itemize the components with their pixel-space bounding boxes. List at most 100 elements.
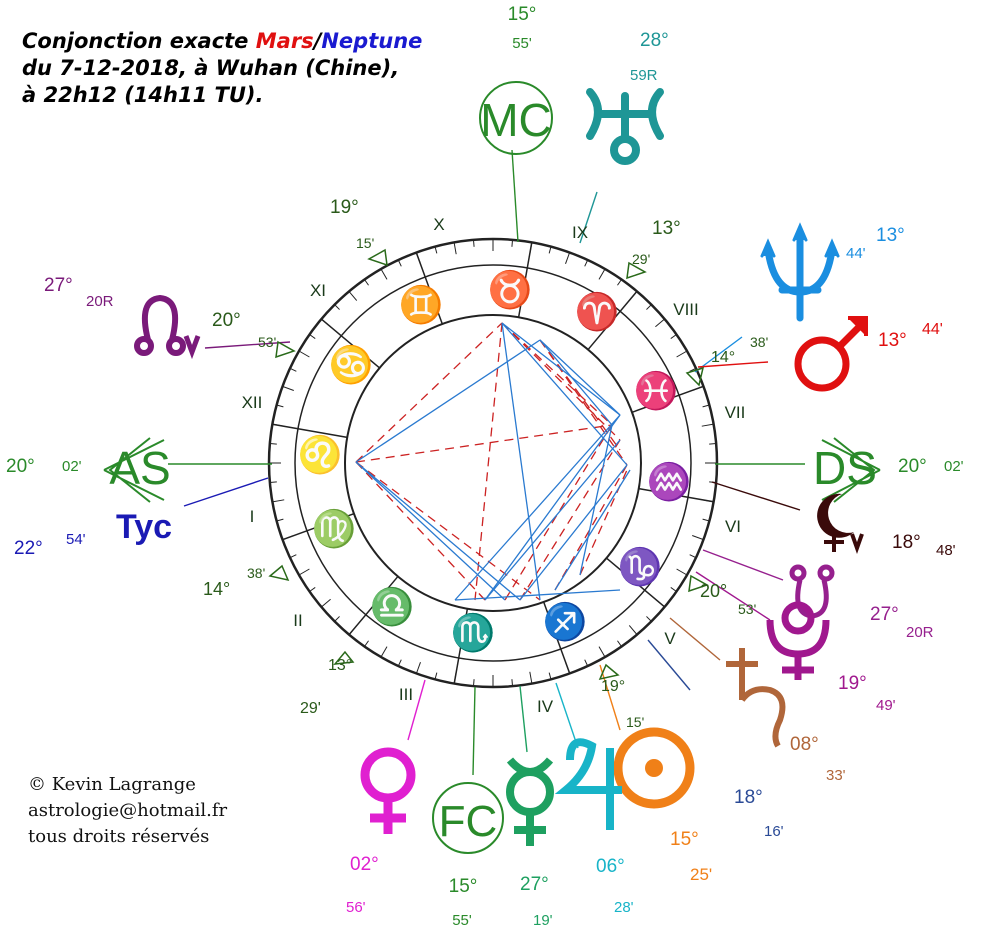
- south-node-icon: [789, 564, 835, 619]
- mars-deg: 13°: [878, 330, 907, 351]
- black-moon-min: 48': [936, 542, 956, 559]
- degree-tick: [676, 568, 688, 576]
- degree-tick: [689, 367, 697, 372]
- degree-tick: [702, 404, 710, 408]
- mercury-min: 19': [533, 912, 553, 929]
- south-node-min: 20R: [906, 624, 934, 641]
- degree-tick: [380, 646, 388, 658]
- cusp-II-min: 38': [247, 565, 265, 581]
- black-moon-icon: [817, 493, 864, 554]
- degree-tick: [321, 598, 331, 608]
- degree-tick: [529, 671, 533, 684]
- degree-tick: [282, 385, 294, 391]
- degree-tick: [670, 587, 677, 592]
- degree-tick: [289, 554, 297, 559]
- degree-tick: [309, 587, 316, 592]
- ds-marker: DS 20° 02': [813, 437, 964, 503]
- saturn-icon: [726, 648, 786, 748]
- house-IV: IV: [537, 697, 554, 716]
- cusp-III-deg: 13°: [328, 657, 352, 674]
- sign-divider: [631, 385, 704, 414]
- as-marker: AS 20° 02': [6, 437, 171, 503]
- aquarius-icon: ♒: [647, 461, 692, 502]
- moon-min: 16': [764, 823, 784, 840]
- aspect-lines-red: [355, 322, 628, 601]
- degree-tick: [584, 659, 589, 667]
- degree-tick: [702, 518, 710, 522]
- house-VII: VII: [725, 403, 746, 422]
- sign-divider: [415, 252, 444, 325]
- degree-tick: [380, 268, 388, 280]
- north-node-min: 20R: [86, 293, 114, 310]
- jupiter-icon: [554, 738, 622, 830]
- scorpio-icon: ♏: [451, 612, 496, 653]
- degree-tick: [548, 672, 552, 680]
- moon-icon: [700, 690, 745, 773]
- jupiter-deg: 06°: [596, 856, 625, 877]
- zodiac-glyphs: ♌ ♍ ♎ ♏ ♐ ♑ ♒ ♓ ♈ ♉ ♊ ♋: [298, 269, 692, 653]
- cusp-III-min: 29': [300, 700, 321, 717]
- pluto-deg: 19°: [838, 673, 867, 694]
- cusp-markers: [268, 248, 709, 681]
- uranus-deg: 28°: [640, 30, 669, 51]
- cusp-IX-min: 29': [632, 251, 650, 267]
- degree-tick: [617, 279, 622, 286]
- aspect-lines: [355, 322, 631, 601]
- degree-tick: [348, 291, 358, 301]
- degree-tick: [472, 239, 475, 247]
- degree-tick: [584, 259, 589, 267]
- uranus-glyph: [586, 88, 664, 165]
- degree-tick: [364, 279, 369, 286]
- as-label: AS: [109, 442, 170, 494]
- north-node-deg: 27°: [44, 275, 73, 296]
- copyright-rights: tous droits réservés: [28, 826, 210, 847]
- degree-tick: [472, 679, 475, 687]
- degree-tick: [434, 672, 438, 680]
- degree-tick: [692, 535, 704, 541]
- copyright-email: astrologie@hotmail.fr: [28, 800, 228, 821]
- degree-tick: [676, 350, 688, 358]
- house-II: II: [293, 611, 302, 630]
- house-XII: XII: [242, 393, 263, 412]
- title-line-2: du 7-12-2018, à Wuhan (Chine),: [22, 56, 400, 80]
- title-slash: /: [313, 29, 322, 53]
- aries-icon: ♈: [575, 291, 620, 332]
- cusp-V-min: 15': [626, 714, 644, 730]
- degree-tick: [646, 616, 652, 622]
- degree-tick: [334, 616, 340, 622]
- saturn-deg: 08°: [790, 734, 819, 755]
- house-numerals: I II III IV V VI VII VIII IX X XI XII: [242, 215, 746, 716]
- libra-icon: ♎: [370, 586, 415, 627]
- tycho-min: 54': [66, 531, 86, 548]
- tycho-label: Tyc: [116, 508, 172, 546]
- title-line-3: à 22h12 (14h11 TU).: [22, 83, 264, 107]
- inner-circle: [344, 314, 642, 612]
- cusp-VI-deg: 20°: [700, 581, 727, 601]
- saturn-min: 33': [826, 767, 846, 784]
- south-node-deg: 27°: [870, 604, 899, 625]
- degree-tick: [298, 350, 310, 358]
- degree-tick: [276, 404, 284, 408]
- sign-divider: [348, 575, 399, 636]
- title-mars: Mars: [255, 29, 314, 53]
- degree-tick: [415, 662, 421, 674]
- degree-tick: [598, 268, 606, 280]
- sign-divider: [282, 512, 355, 541]
- sign-divider: [605, 557, 666, 608]
- title-neptune: Neptune: [321, 29, 423, 53]
- cusp-VI-min: 53': [738, 601, 756, 617]
- degree-tick: [272, 499, 285, 503]
- house-VI: VI: [725, 517, 741, 536]
- degree-tick: [309, 334, 316, 339]
- ds-deg: 20°: [898, 456, 927, 477]
- house-V: V: [664, 629, 676, 648]
- house-IX: IX: [572, 223, 588, 242]
- sign-divider: [272, 423, 348, 439]
- degree-tick: [646, 304, 652, 310]
- cusp-VIII-min: 38': [750, 334, 768, 350]
- degree-tick: [334, 304, 340, 310]
- degree-tick: [289, 367, 297, 372]
- capricorn-icon: ♑: [618, 546, 663, 587]
- sign-divider: [517, 242, 533, 318]
